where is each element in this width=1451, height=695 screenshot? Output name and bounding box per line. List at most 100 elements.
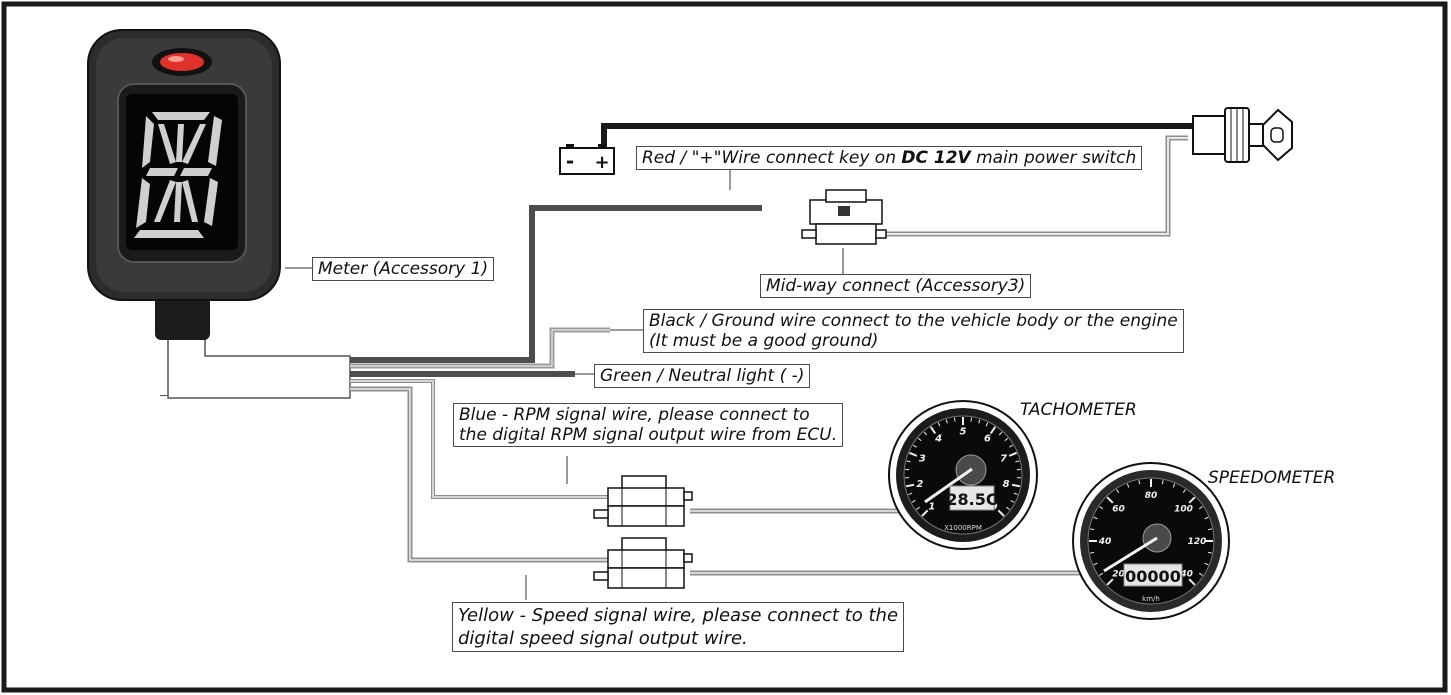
speedo-tick [1093,562,1098,566]
tach-tick [909,451,918,457]
speedo-tick [1093,516,1098,520]
meter-label: Meter (Accessory 1) [312,257,495,281]
speedo-tick [1188,578,1196,586]
speedo-tick [1106,578,1114,586]
midway-label: Mid-way connect (Accessory3) [760,274,1032,298]
tach-tick-label: 3 [919,453,926,464]
tach-tick [906,460,911,463]
meter-cable [167,338,351,399]
green-wire-label: Green / Neutral light ( -) [594,364,811,388]
tach-tick [1004,437,1009,442]
tach-tick [945,419,948,424]
speedo-tick [1188,496,1196,504]
tach-tick [908,492,913,496]
tach-tick [1006,506,1010,510]
tach-tick-label: 8 [1003,479,1010,490]
yellow-wire-label-line1: Yellow - Speed signal wire, please conne… [458,605,899,626]
speedo-tick [1099,506,1104,510]
speedo-tick-labels: 20 40 60 80 100 120 140 [1098,491,1207,580]
tach-tick [1011,483,1021,488]
gear-indicator-meter [87,29,281,340]
speedo-tick-marks [1089,479,1213,586]
rpm-connector-icon [593,475,693,527]
speedo-tick-label: 120 [1188,537,1207,547]
speedo-unit: km/h [1142,595,1160,603]
battery-plus: + [594,152,609,173]
speedo-tick [1138,480,1141,485]
speedo-tick-label: 140 [1174,570,1193,580]
speed-connector-icon [593,537,693,589]
yellow-wire-label-line2: digital speed signal output wire. [458,628,748,649]
speedo-tick [1198,572,1203,576]
tach-tick-label: 6 [984,434,991,445]
speedo-tick [1182,489,1186,494]
tach-tick-label: 4 [934,434,942,445]
tach-tick [1009,444,1014,448]
speedo-tick [1207,528,1212,531]
main-power-wire [601,123,1200,148]
tach-tick [989,426,997,434]
black-wire-label: Black / Ground wire connect to the vehic… [643,309,1184,353]
battery-minus: - [566,149,574,173]
tach-tick [921,509,929,517]
tach-tick [953,417,956,422]
speedo-needle [1103,536,1158,573]
tach-lcd-value: 28.5C [946,490,997,509]
tach-tick [905,483,915,488]
tach-tick-label: 2 [916,479,923,490]
yellow-wire-label: Yellow - Speed signal wire, please conne… [452,602,905,652]
tach-lcd [949,485,995,511]
speedo-tick [1116,489,1120,494]
tach-tick [1015,460,1020,463]
tach-tick [917,437,922,442]
tachometer-title: TACHOMETER [1020,400,1137,420]
speedo-tick [1204,516,1209,520]
tach-tick [916,506,920,510]
battery-icon: - + [559,144,615,175]
tach-tick [978,419,981,424]
tach-tick [923,431,928,436]
speedo-tick [1172,483,1176,488]
tach-tick [1010,500,1015,503]
speedo-lcd [1123,563,1183,587]
tach-tick [1013,492,1018,496]
speedometer-title: SPEEDOMETER [1208,468,1336,488]
tach-unit: X1000RPM [944,524,982,532]
tach-tick [1008,451,1017,457]
tach-tick [998,431,1003,436]
tach-needle [924,467,973,504]
tach-tick [911,500,916,503]
blue-wire-label-line1: Blue - RPM signal wire, please connect t… [459,405,810,425]
speedometer-gauge: 20 40 60 80 100 120 140 00000 km/h [1072,462,1230,620]
tach-tick [985,422,989,427]
speedo-tick [1198,506,1203,510]
speedo-tick [1207,551,1212,554]
speedo-tick [1090,551,1095,554]
tach-tick-marks [905,417,1021,517]
tach-tick [912,444,917,448]
speedo-tick-label: 100 [1174,504,1193,514]
tach-tick [997,509,1005,517]
segment-display-icon [134,112,222,238]
tach-tick [970,417,973,422]
blue-wire-label: Blue - RPM signal wire, please connect t… [453,403,844,447]
tach-tick-label: 5 [960,426,967,437]
speedo-tick [1204,562,1209,566]
tachometer-gauge: 123456789 28.5C X1000RPM [888,400,1038,550]
blue-wire-label-line2: the digital RPM signal output wire from … [459,425,838,445]
speedo-tick-label: 20 [1112,570,1125,580]
speedo-tick [1106,496,1114,504]
speedo-tick [1090,528,1095,531]
red-wire [350,205,762,363]
speedo-tick-label: 60 [1112,504,1125,514]
midway-connector-icon [801,189,887,245]
speedo-lcd-value: 00000 [1125,567,1181,586]
speedo-tick-label: 40 [1098,537,1112,547]
black-wire-label-line2: (It must be a good ground) [649,331,879,351]
speedo-tick [1126,483,1130,488]
speedo-tick [1099,572,1104,576]
speedo-tick-label: 80 [1145,491,1158,501]
tach-tick [929,426,937,434]
key-switch-icon [1192,107,1293,163]
tach-tick-label: 7 [1000,453,1007,464]
